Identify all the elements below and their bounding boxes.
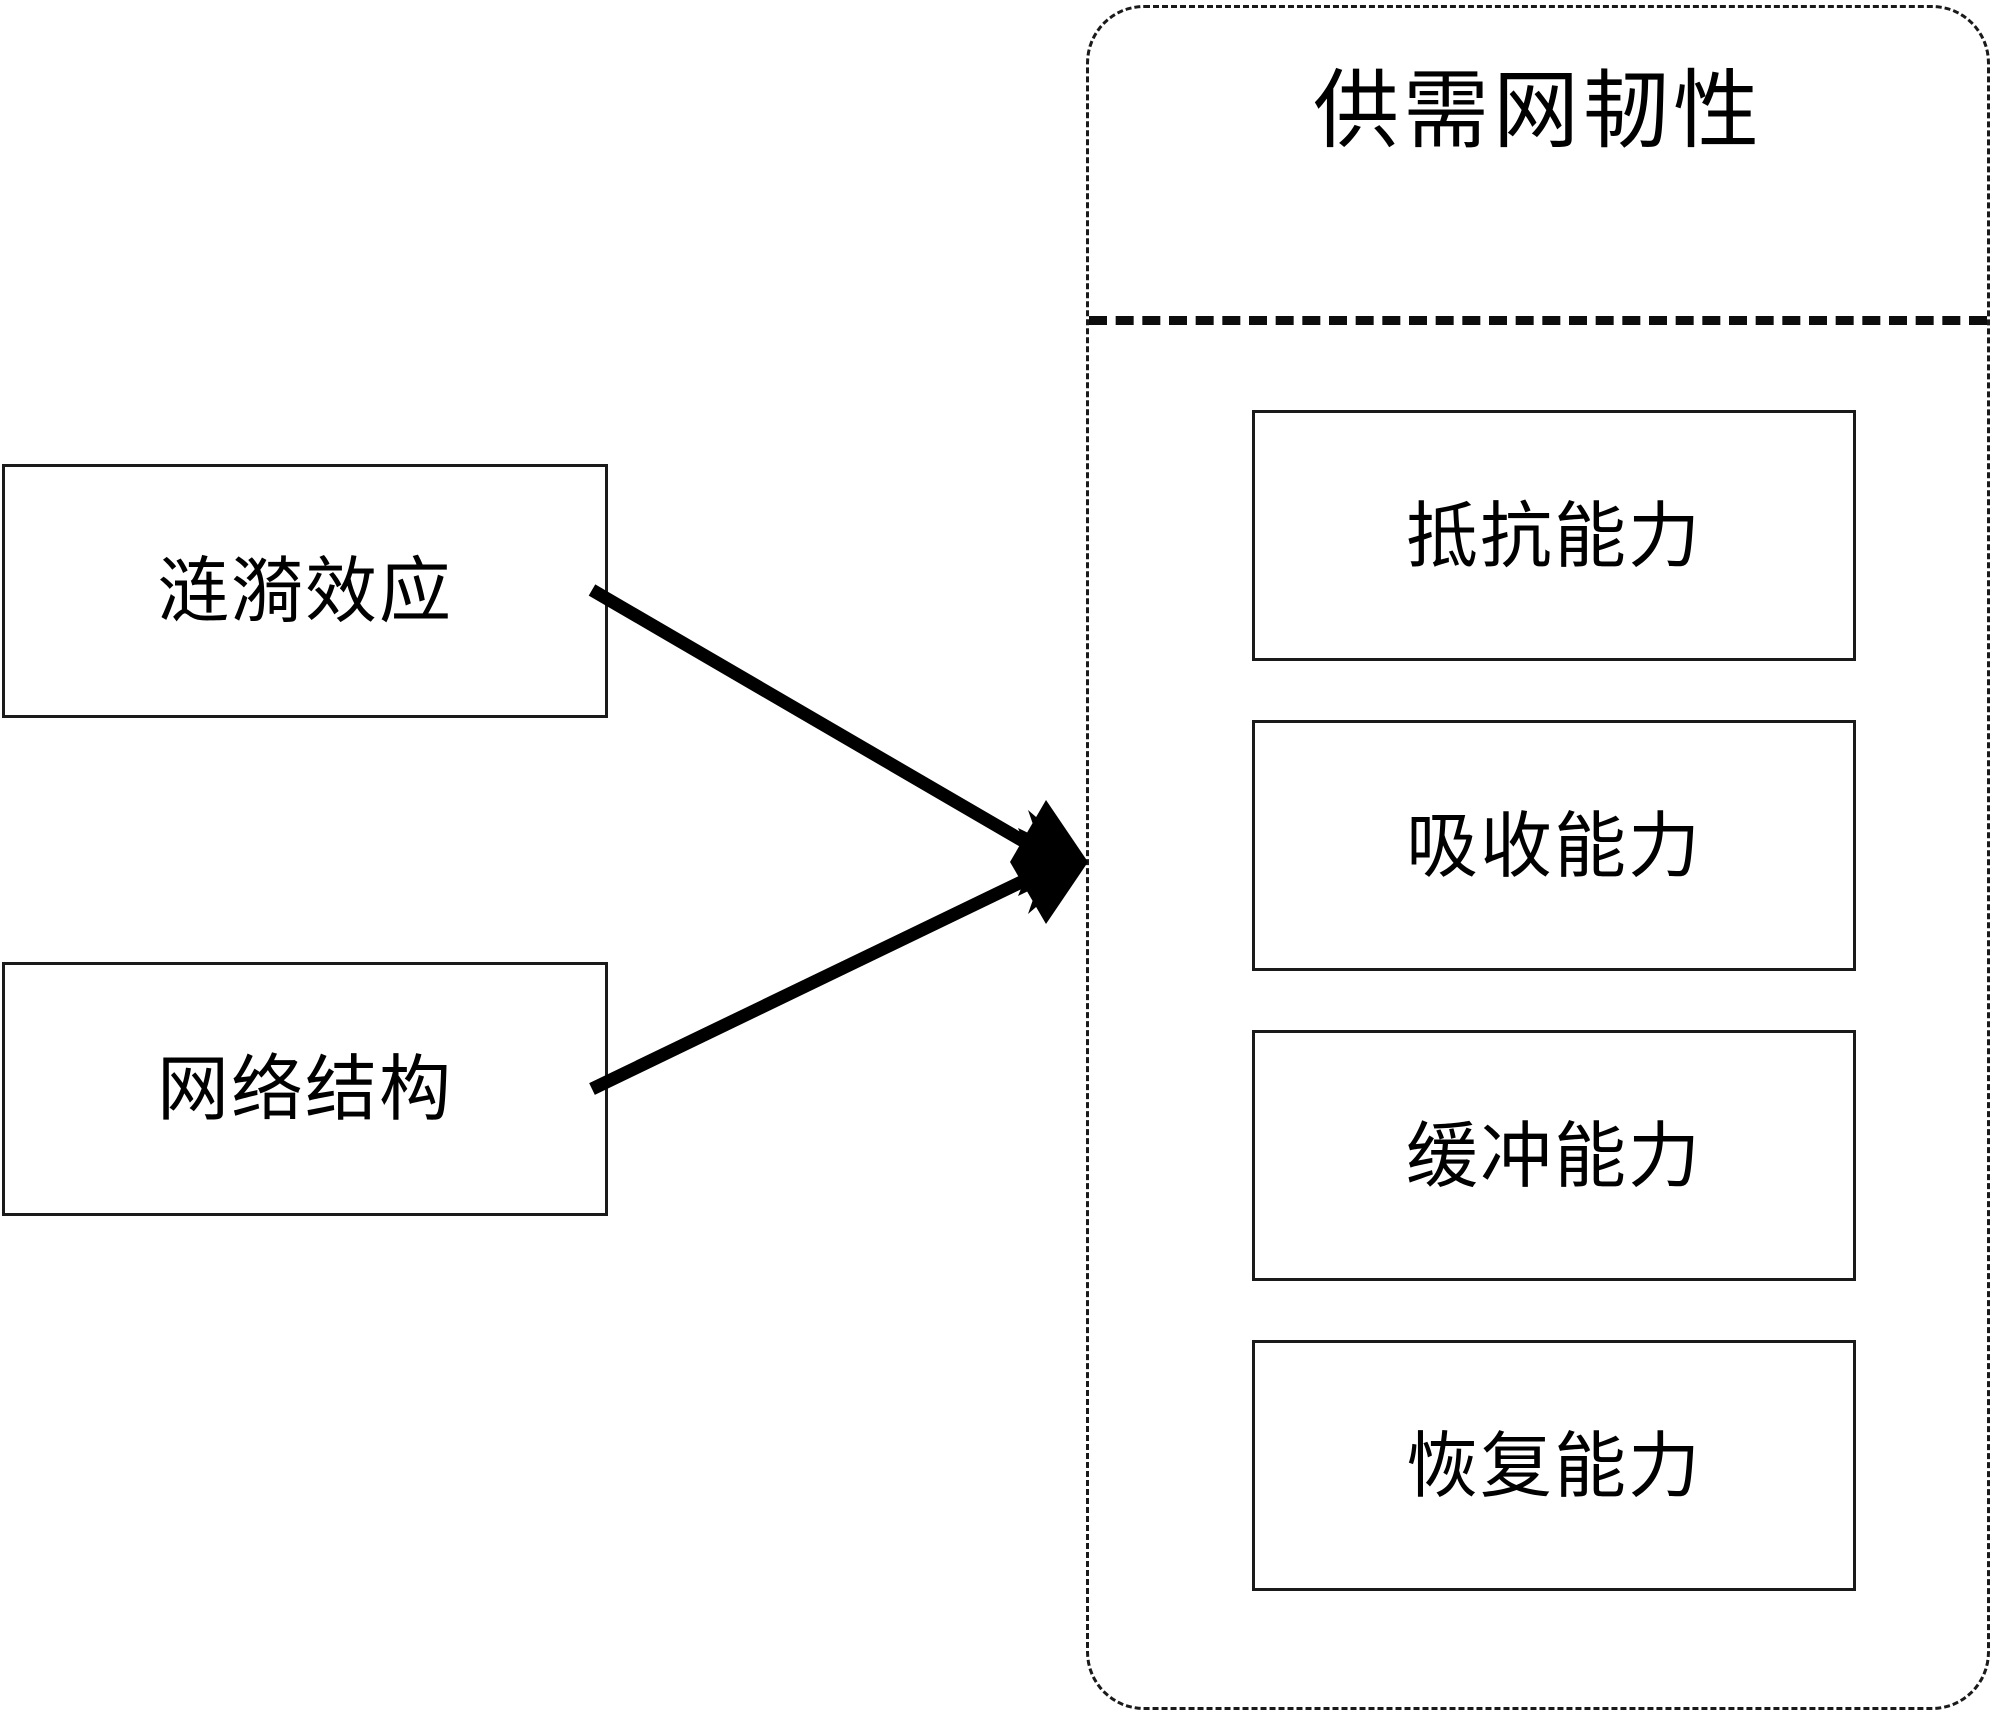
node-label-resistance-capability: 抵抗能力 [1405,493,1702,578]
node-label-buffer-capability: 缓冲能力 [1405,1113,1702,1198]
node-box-network-structure[interactable]: 网络结构 [2,962,608,1216]
node-label-ripple-effect: 涟漪效应 [156,549,453,633]
node-label-network-structure: 网络结构 [156,1047,453,1131]
resilience-group-title: 供需网韧性 [1313,61,1763,161]
node-label-absorption-capability: 吸收能力 [1405,803,1702,888]
node-box-recovery-capability[interactable]: 恢复能力 [1252,1340,1856,1591]
connector-line-network-to-resilience [589,866,1045,1095]
arrowhead-diamond-icon [1010,800,1088,924]
node-box-absorption-capability[interactable]: 吸收能力 [1252,720,1856,971]
node-label-recovery-capability: 恢复能力 [1405,1423,1702,1508]
node-box-ripple-effect[interactable]: 涟漪效应 [2,464,608,718]
arrowhead-lower-icon [1028,810,1088,914]
connector-line-ripple-to-resilience [588,584,1046,858]
node-box-buffer-capability[interactable]: 缓冲能力 [1252,1030,1856,1281]
node-box-resistance-capability[interactable]: 抵抗能力 [1252,410,1856,661]
title-separator-line [1089,316,1987,325]
arrowhead-upper-icon [1018,828,1088,896]
